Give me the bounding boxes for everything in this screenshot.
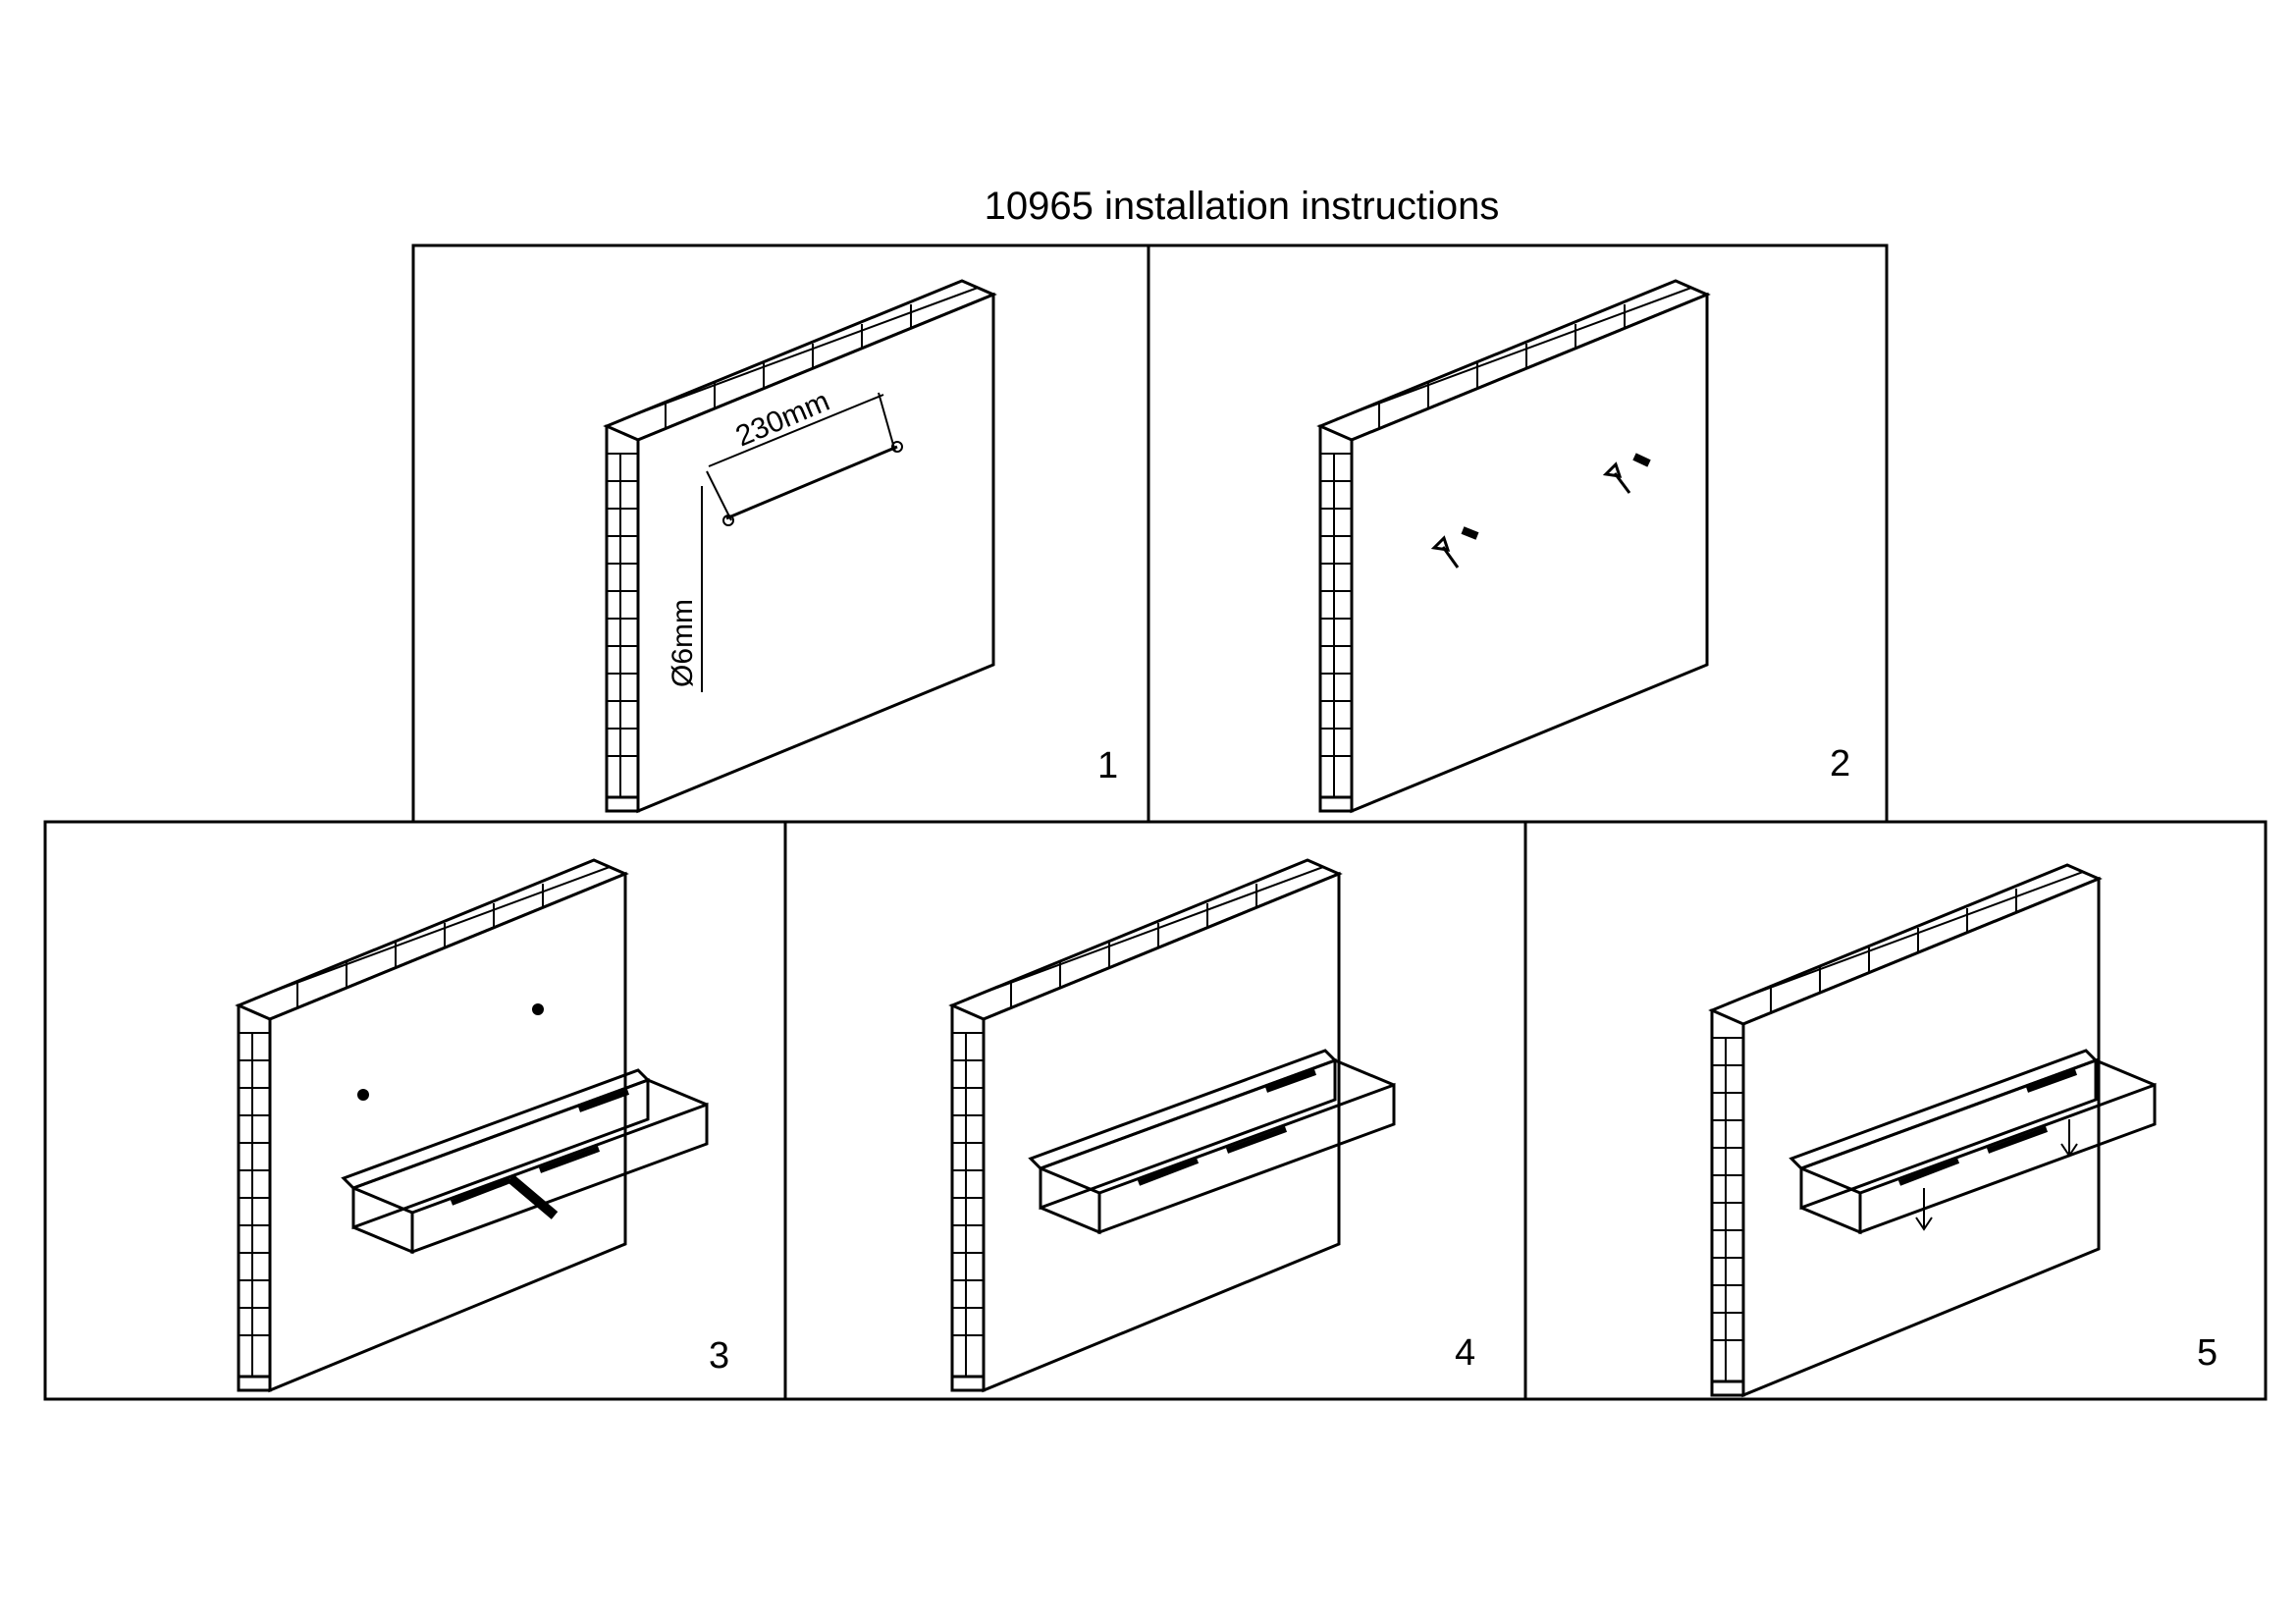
- step-4-panel: 4: [783, 820, 1527, 1401]
- step-3-panel: 3: [43, 820, 787, 1401]
- wall-plug-icon: [1430, 453, 1651, 568]
- down-arrow-icon: [1915, 1119, 2078, 1231]
- step-number: 1: [1097, 745, 1118, 786]
- document-title: 10965 installation instructions: [984, 185, 1500, 228]
- step-5-panel: 5: [1523, 820, 2268, 1401]
- step-number: 4: [1455, 1332, 1475, 1374]
- step-number: 2: [1830, 743, 1850, 784]
- step-number: 5: [2197, 1332, 2217, 1374]
- step-number: 3: [709, 1335, 729, 1377]
- step-1-panel: 230mm Ø6mm 1: [411, 243, 1150, 824]
- step-2-panel: 2: [1147, 243, 1889, 824]
- drill-diameter-label: Ø6mm: [667, 599, 699, 687]
